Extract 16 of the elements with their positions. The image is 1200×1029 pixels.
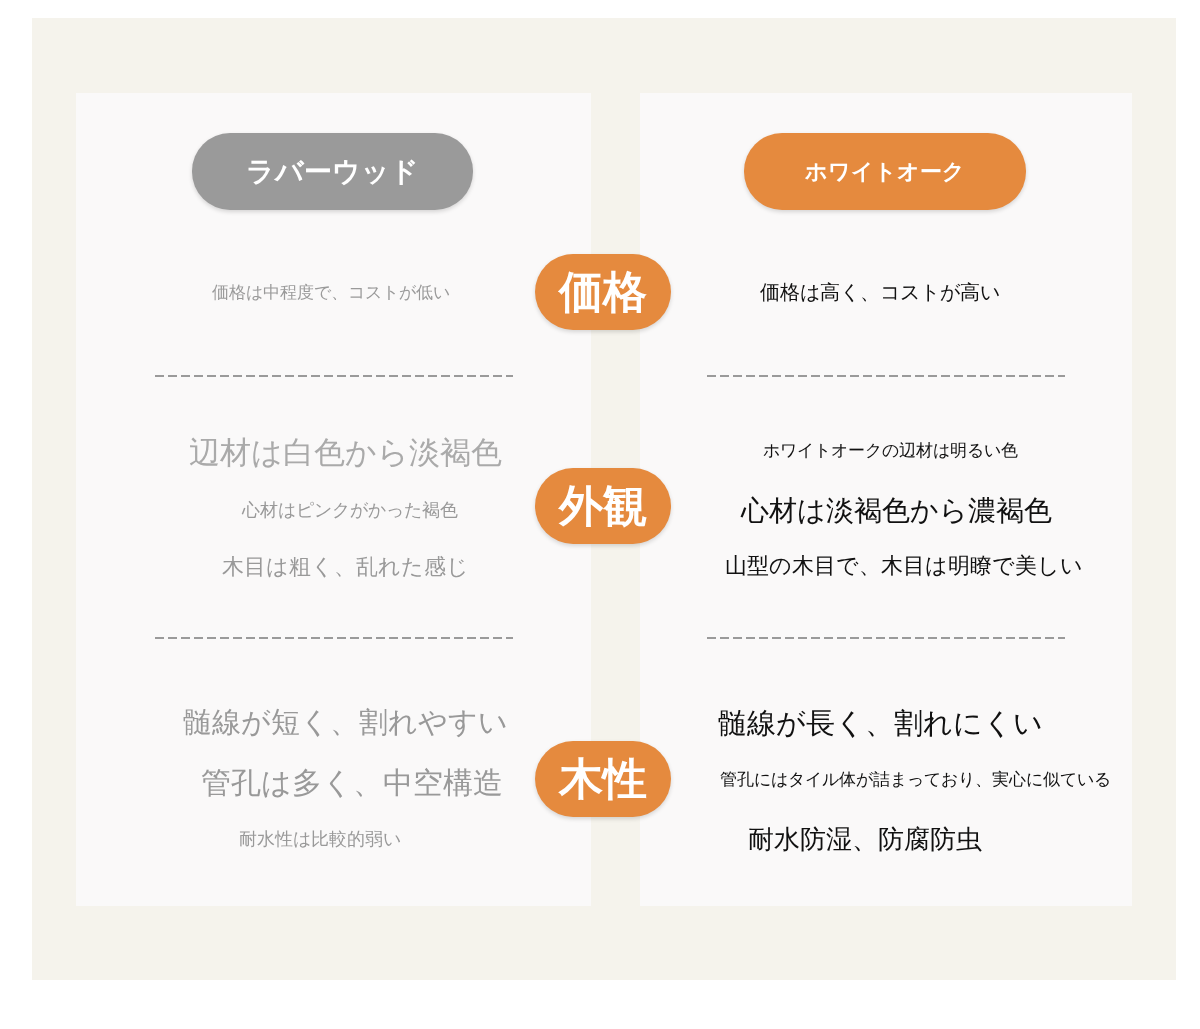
- feature-text: 心材はピンクがかった褐色: [242, 499, 458, 521]
- pill-heading: ホワイトオーク: [744, 133, 1026, 210]
- feature-text: 木目は粗く、乱れた感じ: [221, 553, 469, 581]
- feature-text: 耐水防湿、防腐防虫: [748, 824, 982, 856]
- feature-text: 管孔にはタイル体が詰まっており、実心に似ている: [719, 768, 1111, 790]
- feature-text: 髄線が短く、割れやすい: [182, 704, 508, 740]
- feature-text: ホワイトオークの辺材は明るい色: [762, 439, 1018, 461]
- feature-text: 管孔は多く、中空構造: [201, 765, 503, 801]
- feature-text: 耐水性は比較的弱い: [239, 828, 401, 850]
- feature-text: 山型の木目で、木目は明瞭で美しい: [725, 552, 1083, 580]
- feature-text: 価格は中程度で、コストが低い: [212, 281, 450, 303]
- feature-text: 髄線が長く、割れにくい: [717, 705, 1043, 741]
- pill-heading: ラバーウッド: [192, 133, 473, 210]
- feature-text: 辺材は白色から淡褐色: [188, 434, 502, 472]
- feature-text: 価格は高く、コストが高い: [760, 280, 1000, 304]
- feature-text: 心材は淡褐色から濃褐色: [740, 494, 1052, 528]
